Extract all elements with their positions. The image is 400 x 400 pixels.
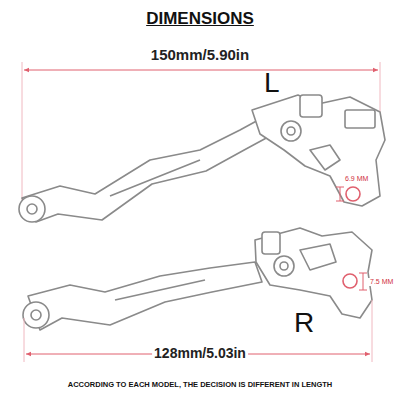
- hole-dimension-right: [359, 273, 367, 290]
- dimension-label: 128mm/5.03in: [152, 346, 248, 361]
- side-letter: L: [262, 68, 282, 99]
- bottom-dimension: [24, 300, 372, 362]
- hole-dimension: 6.9 MM: [343, 175, 370, 183]
- diagram-title: DIMENSIONS: [146, 10, 254, 29]
- side-letter: R: [292, 308, 316, 339]
- right-lever: [23, 228, 372, 330]
- dimension-label: 150mm/5.90in: [149, 47, 251, 64]
- hole-dimension-left: [336, 187, 344, 201]
- hole-dimension: 7.5 MM: [368, 278, 395, 286]
- left-lever: [19, 95, 385, 222]
- caption-note: ACCORDING TO EACH MODEL, THE DECISION IS…: [68, 381, 332, 389]
